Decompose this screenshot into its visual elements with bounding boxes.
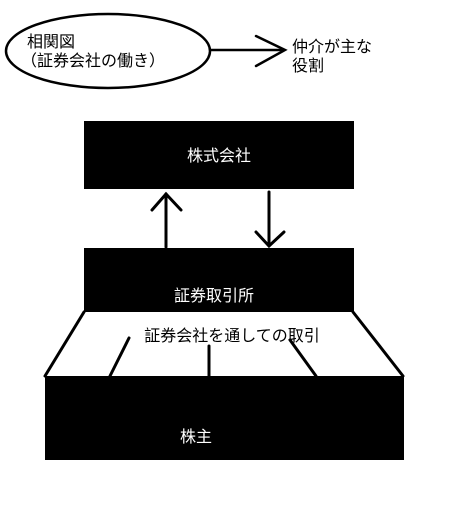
right-arrow-icon: [208, 34, 288, 68]
title-line-2: （証券会社の働き）: [21, 51, 165, 70]
down-arrow-icon: [254, 190, 286, 249]
connector-line-right-inner: [288, 338, 318, 378]
note-line-2: 役割: [292, 56, 324, 75]
connector-line-left: [43, 310, 86, 378]
note-line-1: 仲介が主な: [292, 37, 372, 56]
connection-lines: [43, 310, 405, 378]
up-arrow-icon: [150, 191, 183, 249]
shareholders-box: [45, 376, 404, 460]
shareholders-label: 株主: [180, 427, 212, 446]
company-box: [84, 121, 354, 189]
exchange-label: 証券取引所: [174, 286, 254, 305]
company-label: 株式会社: [187, 146, 251, 165]
connector-line-right: [351, 310, 405, 378]
exchange-box: [84, 248, 354, 312]
connector-line-left-inner: [108, 336, 131, 378]
via-broker-caption: 証券会社を通しての取引: [144, 326, 320, 345]
title-line-1: 相関図: [27, 32, 75, 51]
